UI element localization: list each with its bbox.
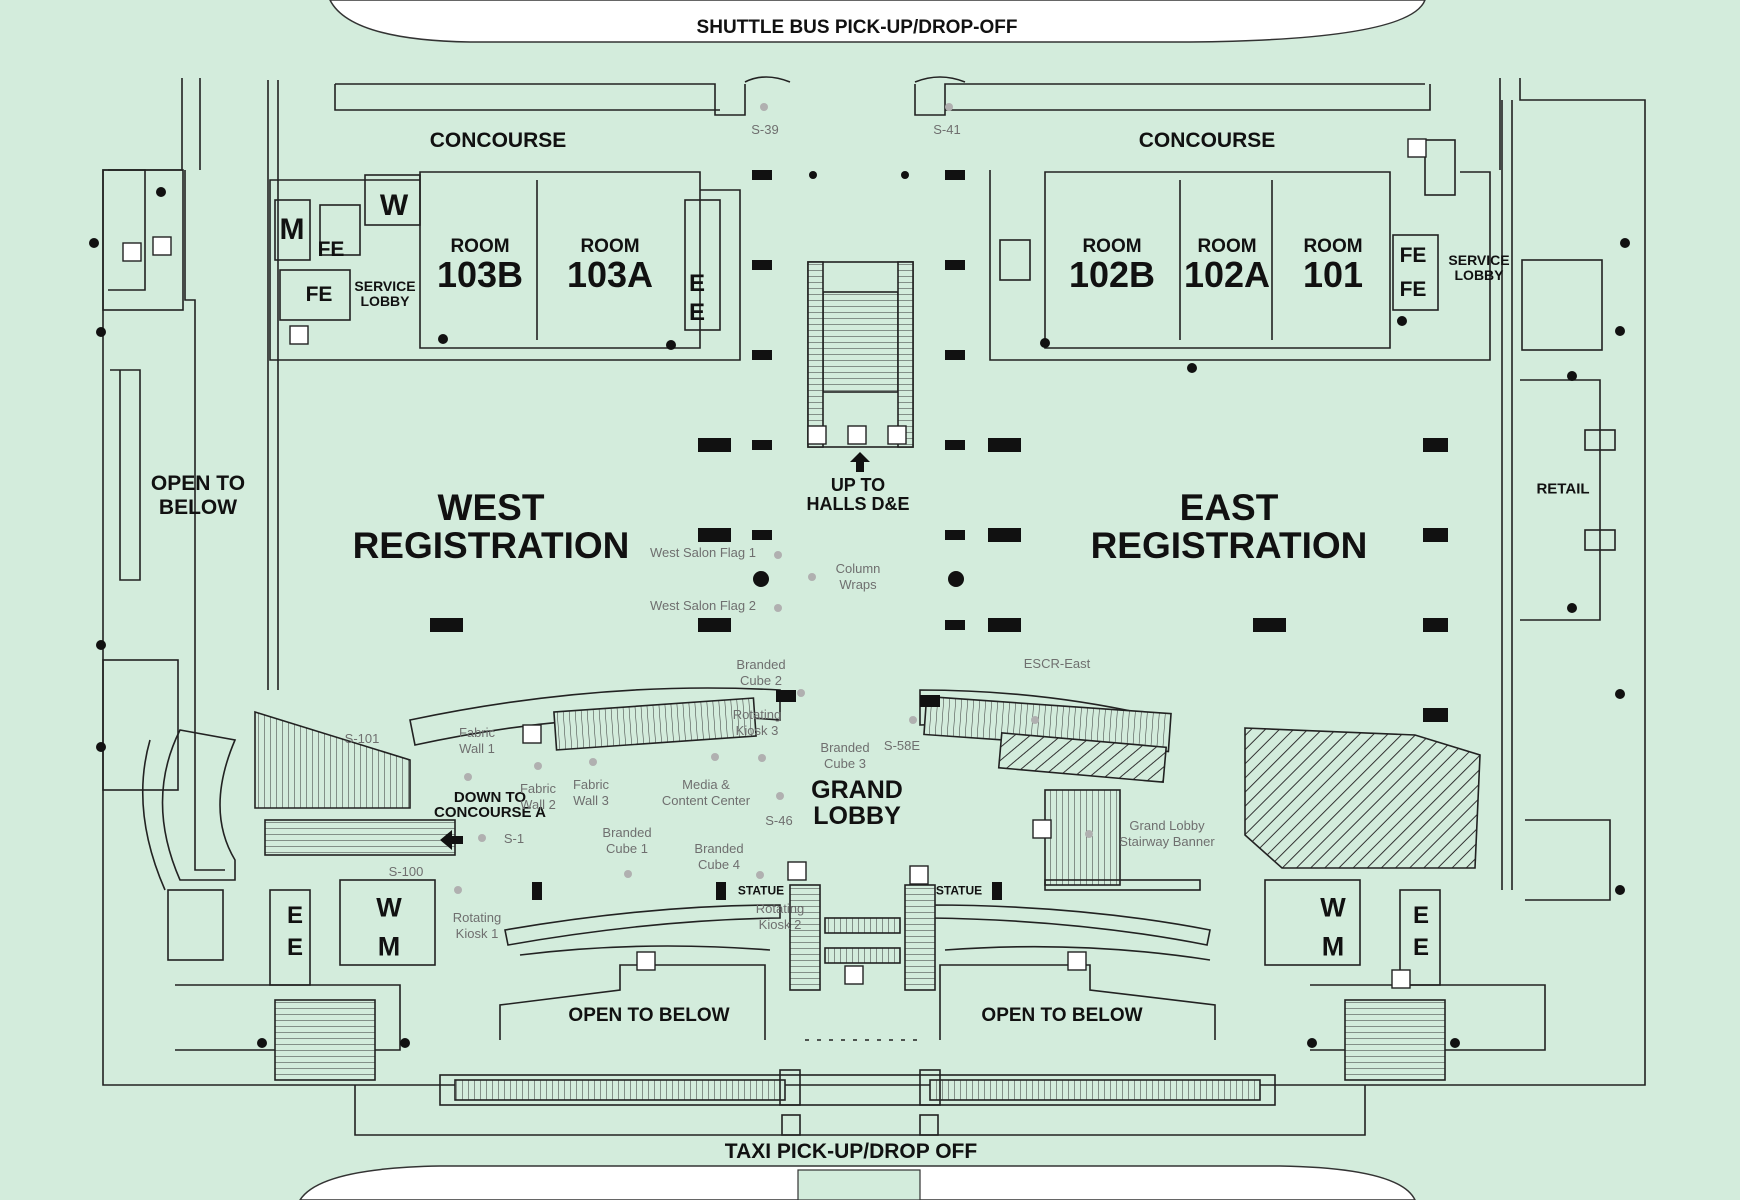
service-lobby-west-label: SERVICE LOBBY xyxy=(354,278,416,309)
retail-label: RETAIL xyxy=(1536,480,1590,498)
statue-west-label: STATUE xyxy=(737,883,785,898)
arrow-up-icon xyxy=(850,452,870,472)
signage-label: West Salon Flag 2 xyxy=(650,598,756,613)
signage-label: S-41 xyxy=(933,122,961,137)
concourse-east-label: CONCOURSE xyxy=(1138,129,1276,152)
signage-markers xyxy=(454,103,1093,894)
signage-label: Rotating Kiosk 2 xyxy=(755,901,805,932)
fire-extinguisher-icon: FE xyxy=(1399,278,1427,301)
arrow-left-icon xyxy=(440,830,463,850)
signage-label: Fabric Wall 2 xyxy=(519,781,557,812)
west-registration-label: WEST REGISTRATION xyxy=(352,487,630,566)
structural-columns xyxy=(430,170,1448,900)
womens-restroom-right: W xyxy=(1320,892,1346,923)
womens-restroom-left: W xyxy=(376,892,402,923)
fire-extinguisher-icon: FE xyxy=(317,238,345,261)
statue-east-label: STATUE xyxy=(935,883,983,898)
signage-label: Column Wraps xyxy=(835,561,881,592)
signage-label: S-100 xyxy=(388,864,424,879)
electrical-room-marker: E xyxy=(688,299,706,326)
signage-label: ESCR-East xyxy=(1023,656,1091,671)
open-to-below-center-west-label: OPEN TO BELOW xyxy=(568,1005,730,1026)
electrical-room-marker: E xyxy=(688,270,706,297)
electrical-room-marker: E xyxy=(1412,934,1430,961)
signage-label: S-101 xyxy=(344,731,380,746)
signage-label: Fabric Wall 1 xyxy=(458,725,496,756)
hatched-open-area xyxy=(1244,727,1481,869)
signage-label: Rotating Kiosk 3 xyxy=(732,707,782,738)
mens-restroom-top: M xyxy=(279,213,305,246)
signage-label: Media & Content Center xyxy=(661,777,751,808)
room-number: 103B xyxy=(436,254,524,295)
room-label: ROOM xyxy=(450,236,510,257)
concourse-west-label: CONCOURSE xyxy=(429,129,567,152)
room-102-wall xyxy=(1044,171,1391,349)
fire-extinguisher-icon: FE xyxy=(1399,244,1427,267)
signage-label: Branded Cube 2 xyxy=(736,657,786,688)
east-registration-label: EAST REGISTRATION xyxy=(1090,487,1368,566)
mens-restroom-right: M xyxy=(1321,931,1345,962)
signage-label: S-39 xyxy=(751,122,779,137)
room-number: 102A xyxy=(1183,254,1271,295)
mens-restroom-left: M xyxy=(377,931,401,962)
top-facade xyxy=(335,83,1425,116)
grand-lobby-label: GRAND LOBBY xyxy=(811,776,903,830)
service-lobby-east-label: SERVICE LOBBY xyxy=(1448,252,1510,283)
electrical-room-marker: E xyxy=(286,902,304,929)
room-label: ROOM xyxy=(1082,236,1142,257)
signage-label: West Salon Flag 1 xyxy=(650,545,756,560)
signage-label: Grand Lobby Stairway Banner xyxy=(1119,818,1215,849)
signage-label: Branded Cube 1 xyxy=(602,825,652,856)
top-road-arc xyxy=(329,0,1426,43)
elevator-icons xyxy=(89,187,1630,1048)
bottom-glazing xyxy=(439,1074,1276,1106)
bottom-walkway xyxy=(797,1169,921,1200)
signage-label: S-1 xyxy=(503,831,525,846)
signage-label: S-58E xyxy=(883,738,921,753)
shuttle-bus-label: SHUTTLE BUS PICK-UP/DROP-OFF xyxy=(696,17,1018,38)
room-number: 102B xyxy=(1068,254,1156,295)
escalator-down-concourse-a xyxy=(264,819,456,856)
electrical-room-marker: E xyxy=(286,934,304,961)
room-number: 103A xyxy=(566,254,654,295)
open-to-below-left-label: OPEN TO BELOW xyxy=(150,472,246,519)
womens-restroom-top: W xyxy=(379,189,409,222)
open-to-below-center-east-label: OPEN TO BELOW xyxy=(981,1005,1143,1026)
room-label: ROOM xyxy=(1197,236,1257,257)
escalator-icons xyxy=(122,138,1427,989)
taxi-label: TAXI PICK-UP/DROP OFF xyxy=(724,1140,978,1163)
up-to-halls-label: UP TO HALLS D&E xyxy=(806,475,910,514)
electrical-room-marker: E xyxy=(1412,902,1430,929)
room-103-wall xyxy=(419,171,701,349)
signage-label: Fabric Wall 3 xyxy=(572,777,610,808)
room-number: 101 xyxy=(1302,254,1364,295)
signage-label: S-46 xyxy=(765,813,793,828)
signage-label: Branded Cube 3 xyxy=(820,740,870,771)
down-to-concourse-label: DOWN TO CONCOURSE A xyxy=(434,789,546,821)
signage-label: Rotating Kiosk 1 xyxy=(452,910,502,941)
room-label: ROOM xyxy=(580,236,640,257)
signage-label: Branded Cube 4 xyxy=(694,841,744,872)
room-label: ROOM xyxy=(1303,236,1363,257)
escalator-west-curve xyxy=(409,687,781,746)
fire-extinguisher-icon: FE xyxy=(305,283,333,306)
